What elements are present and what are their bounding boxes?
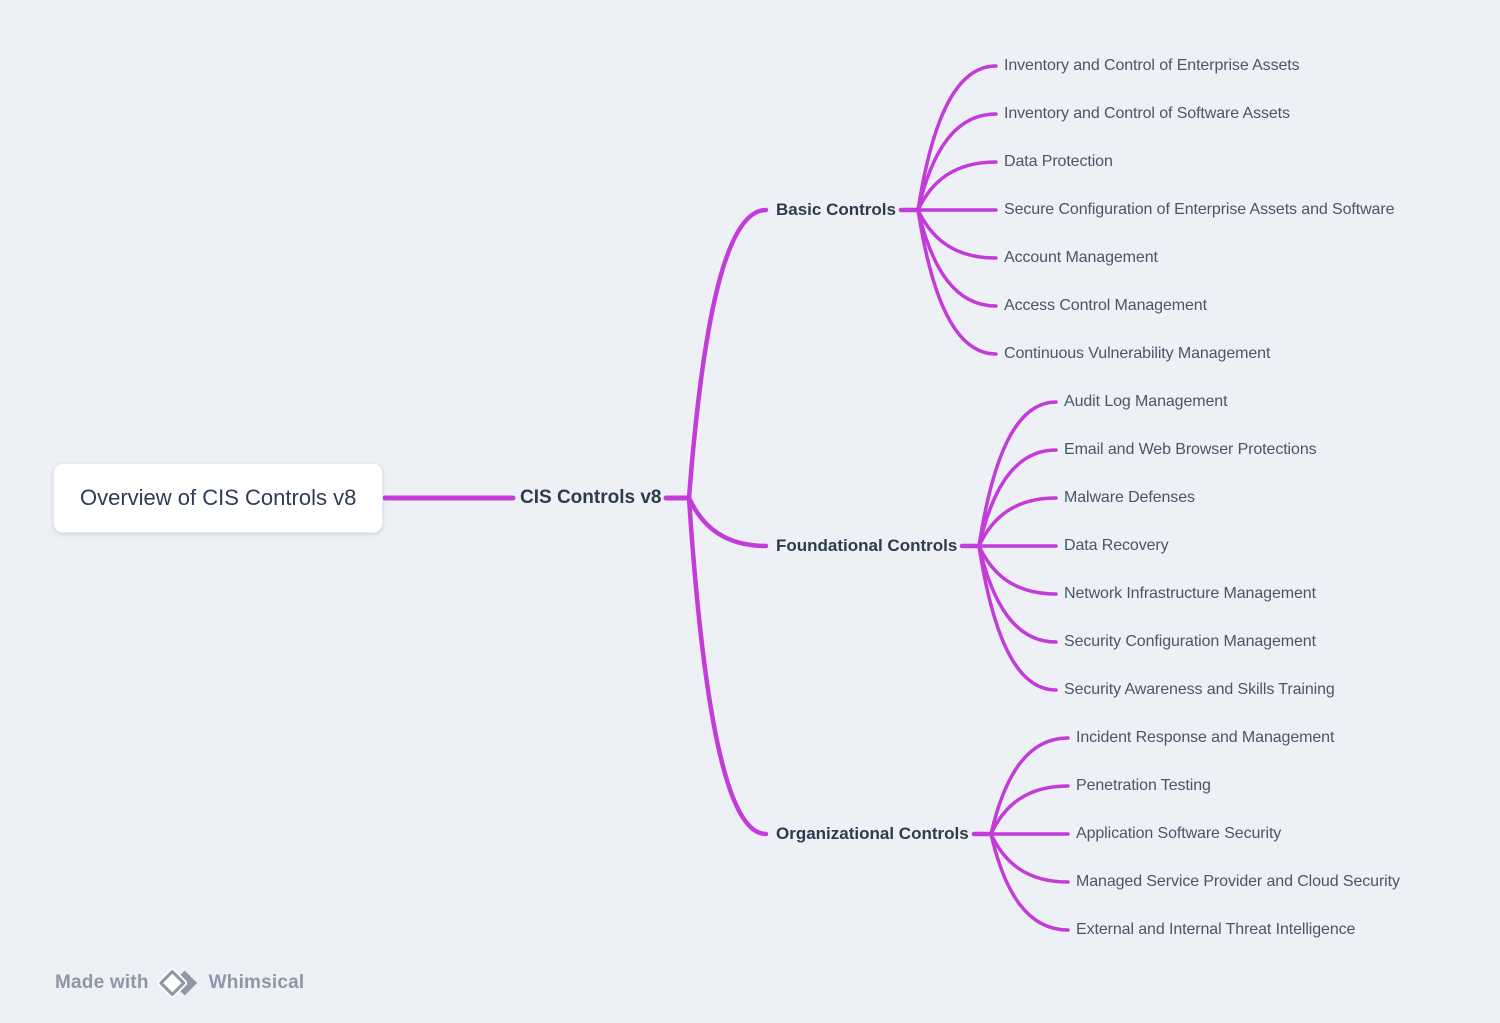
connector-line [977, 448, 1058, 548]
leaf-node[interactable]: Email and Web Browser Protections [1064, 441, 1317, 458]
leaf-node[interactable]: Continuous Vulnerability Management [1004, 345, 1271, 362]
connector-line [686, 495, 769, 837]
leaf-node[interactable]: Network Infrastructure Management [1064, 585, 1316, 602]
leaf-node[interactable]: Access Control Management [1004, 297, 1207, 314]
leaf-node[interactable]: Inventory and Control of Software Assets [1004, 105, 1290, 122]
connector-line [977, 544, 1058, 644]
leaf-node[interactable]: Inventory and Control of Enterprise Asse… [1004, 57, 1300, 74]
leaf-node[interactable]: Security Awareness and Skills Training [1064, 681, 1335, 698]
connector-line [916, 208, 998, 308]
leaf-node[interactable]: Incident Response and Management [1076, 729, 1335, 746]
leaf-node[interactable]: Application Software Security [1076, 825, 1282, 842]
connector-line [989, 784, 1070, 836]
branch-node-organizational-controls[interactable]: Organizational Controls [776, 824, 969, 843]
made-with-label: Made with [55, 972, 149, 993]
leaf-node[interactable]: Penetration Testing [1076, 777, 1211, 794]
connector-line [977, 496, 1058, 548]
connector-line [977, 400, 1058, 548]
leaf-node[interactable]: Data Recovery [1064, 537, 1169, 554]
connector-line [916, 208, 998, 356]
leaf-node[interactable]: Account Management [1004, 249, 1158, 266]
leaf-node[interactable]: Malware Defenses [1064, 489, 1195, 506]
center-node[interactable]: CIS Controls v8 [520, 487, 662, 508]
connector-line [686, 207, 769, 501]
whimsical-diamonds-icon [157, 968, 197, 998]
connector-line [916, 64, 998, 212]
connector-line [977, 544, 1058, 692]
leaf-node[interactable]: Audit Log Management [1064, 393, 1228, 410]
connector-line [989, 736, 1070, 836]
leaf-node[interactable]: Security Configuration Management [1064, 633, 1316, 650]
leaf-node[interactable]: Data Protection [1004, 153, 1113, 170]
made-with-whimsical-footer[interactable]: Made with Whimsical [55, 962, 304, 1004]
leaf-node[interactable]: Managed Service Provider and Cloud Secur… [1076, 873, 1400, 890]
connector-line [989, 832, 1070, 932]
leaf-node[interactable]: Secure Configuration of Enterprise Asset… [1004, 201, 1395, 218]
whimsical-brand-label: Whimsical [208, 972, 305, 993]
leaf-node[interactable]: External and Internal Threat Intelligenc… [1076, 921, 1356, 938]
connector-line [989, 832, 1070, 884]
connector-line [977, 544, 1058, 596]
connector-line [686, 495, 769, 549]
connector-line [916, 112, 998, 212]
branch-node-basic-controls[interactable]: Basic Controls [776, 200, 896, 219]
connector-line [916, 160, 998, 212]
branch-node-foundational-controls[interactable]: Foundational Controls [776, 536, 958, 555]
root-node[interactable]: Overview of CIS Controls v8 [53, 463, 384, 533]
connector-line [916, 208, 998, 260]
